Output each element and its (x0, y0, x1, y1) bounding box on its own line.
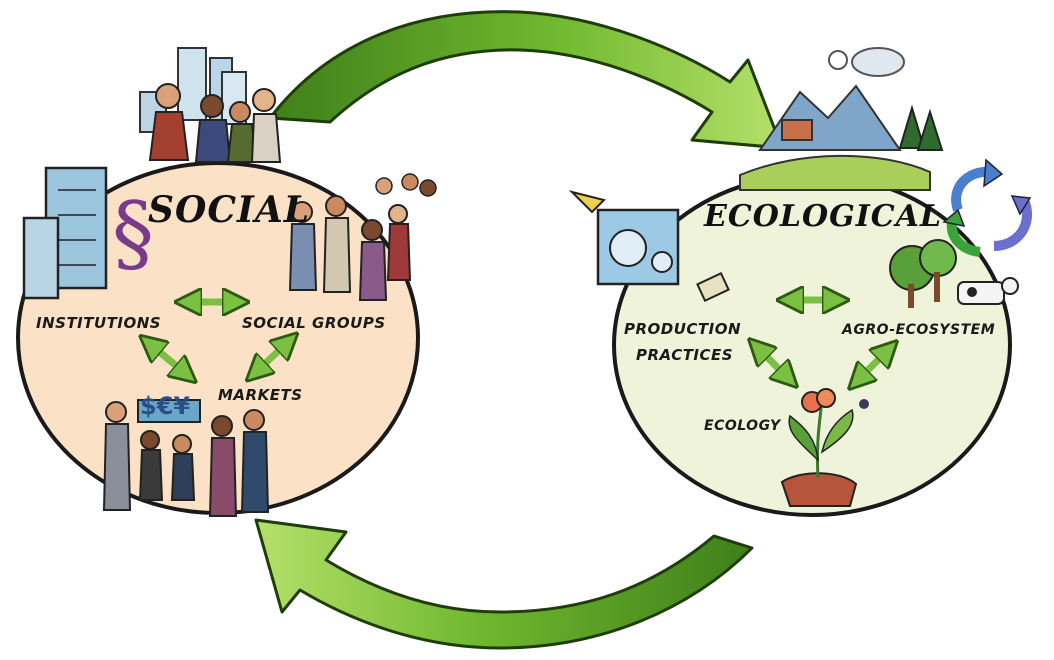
recycle-arrows-icon (942, 158, 1032, 257)
ecological-title: ECOLOGICAL (703, 199, 942, 234)
paragraph-symbol: § (112, 184, 154, 282)
social-title: SOCIAL (148, 189, 310, 231)
node-institutions: INSTITUTIONS (36, 314, 161, 332)
link-production-ecology (758, 348, 788, 378)
cycle-arrow-top (268, 10, 784, 150)
cycle-arrow-bottom (254, 518, 754, 650)
node-markets: MARKETS (218, 386, 303, 404)
node-production-practices-line2: PRACTICES (636, 346, 733, 364)
node-production-practices-line1: PRODUCTION (624, 320, 741, 338)
social-group-people-illustration (288, 173, 437, 301)
node-social-groups: SOCIAL GROUPS (242, 314, 386, 332)
plant-flower-illustration (780, 388, 869, 507)
institution-building-illustration (22, 166, 108, 300)
landscape-illustration (739, 47, 944, 191)
production-machine-illustration (568, 190, 730, 302)
agro-ecosystem-illustration (889, 239, 1019, 308)
link-agro-ecology (858, 350, 888, 380)
market-people-illustration (102, 399, 270, 517)
currency-symbols: $€¥ (140, 392, 190, 420)
node-agro-ecosystem: AGRO-ECOSYSTEM (841, 322, 995, 338)
link-social-groups-markets (256, 342, 288, 372)
link-institutions-markets (150, 344, 186, 374)
node-ecology: ECOLOGY (704, 418, 782, 434)
people-group-illustration (148, 83, 282, 163)
